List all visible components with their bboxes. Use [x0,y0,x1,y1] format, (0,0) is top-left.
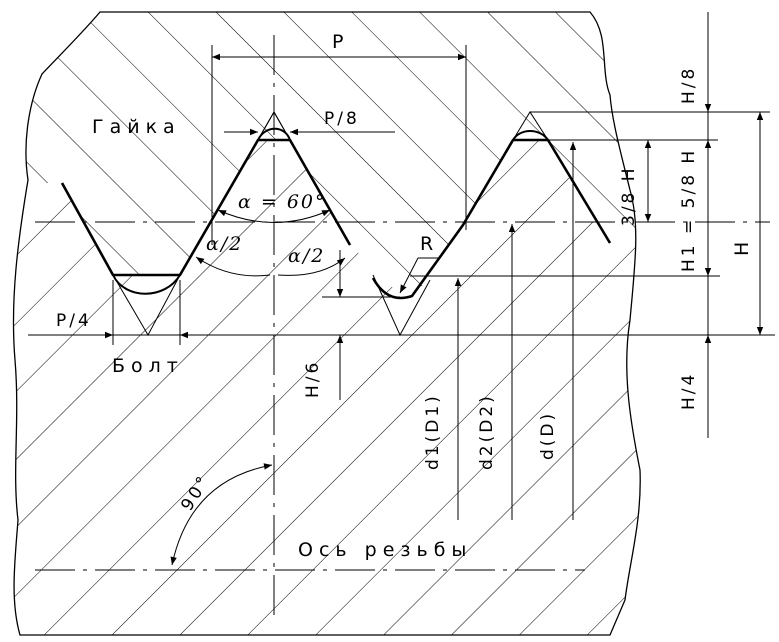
alpha-half-left-label: α/2 [206,233,243,255]
right-dimensions [640,12,764,438]
alpha-half-right-label: α/2 [288,245,325,267]
right-angle-arc [170,463,273,566]
d1-label: d1(D1) [423,393,443,470]
alpha60-label: α = 60° [238,191,327,213]
h6-label: H/6 [303,360,323,398]
h-full-label: H [731,236,753,256]
radius-label: R [420,233,439,255]
h4-label: H/4 [679,372,699,410]
nut-label: Гайка [92,116,181,138]
h1-label: H1 = 5/8 H [679,148,699,272]
nut-region [13,12,641,300]
d-label: d(D) [538,411,558,460]
p8-label: P/8 [324,109,360,129]
radius-leader [399,257,440,294]
p4-label: P/4 [56,311,92,331]
axis-label: Ось резьбы [298,539,472,561]
p4-dimension [35,280,212,345]
bolt-label: Болт [112,355,184,377]
diameter-leaders [454,142,577,520]
d2-label: d2(D2) [477,393,497,470]
h38-label: 3/8 H [619,165,639,226]
pitch-label: P [332,31,349,53]
section-outline [12,11,641,636]
h8-label: H/8 [679,66,699,104]
pitch-dimension [211,45,467,245]
